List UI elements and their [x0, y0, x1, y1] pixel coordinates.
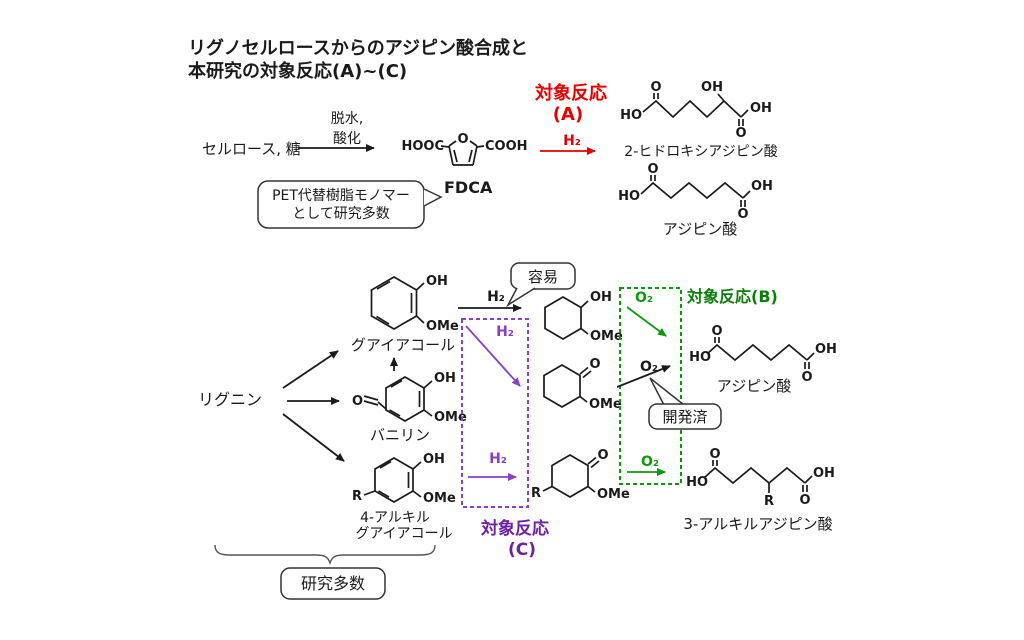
adipic-acid-structure-b: HO O O OH アジピン酸 — [689, 324, 837, 395]
atom-label-ome: OMe — [597, 487, 630, 502]
atom-label-ho: HO — [618, 189, 640, 204]
atom-label-oh: OH — [423, 452, 445, 467]
o2-black-arrow-group: O₂ — [616, 359, 671, 388]
adipic-acid-structure-top: HO O O OH アジピン酸 — [618, 162, 773, 238]
dehydration-arrow: 脱水, 酸化 — [298, 111, 375, 152]
many-studies-note: 研究多数 — [280, 567, 386, 600]
atom-label-o: O — [457, 132, 468, 147]
atom-label-r: R — [764, 494, 774, 509]
atom-label-o: O — [801, 370, 812, 385]
many-studies-label: 研究多数 — [301, 574, 365, 593]
h2-reagent-label-purple2: H₂ — [489, 451, 507, 467]
atom-label-hooc: HOOC — [401, 139, 444, 154]
o2-reagent-label-green2: O₂ — [641, 454, 659, 470]
alkylguaiacol-label-line2: グアイアコール — [355, 526, 452, 542]
lignin-arrow-to-guaiacol — [282, 350, 339, 389]
dehydration-label-line1: 脱水, — [331, 111, 363, 127]
adipic-acid-label-b: アジピン酸 — [717, 377, 791, 395]
vanillin-label: バニリン — [370, 426, 430, 444]
atom-label-oh: OH — [701, 80, 723, 95]
atom-label-o: O — [647, 162, 658, 177]
o2-green-diagonal: O₂ — [626, 290, 667, 337]
slide-title-line1: リグノセルロースからのアジピン酸合成と — [188, 37, 528, 59]
fdca-structure: O HOOC COOH FDCA — [401, 132, 527, 197]
atom-label-ho: HO — [689, 350, 711, 365]
atom-label-cooh: COOH — [485, 139, 528, 154]
atom-label-o: O — [737, 207, 748, 222]
atom-label-o: O — [709, 447, 720, 462]
h2-reagent-label-purple1: H₂ — [496, 324, 514, 340]
alkylguaiacol-label-line1: 4-アルキル — [360, 510, 430, 526]
atom-label-oh: OH — [590, 290, 612, 305]
pet-note-line1: PET代替樹脂モノマー — [272, 188, 410, 204]
hydroxyadipic-acid-label: 2-ヒドロキシアジピン酸 — [624, 144, 777, 160]
methoxycyclohexanone-structure: O OMe — [543, 357, 622, 412]
atom-label-ome: OMe — [589, 397, 622, 412]
guaiacol-label: グアイアコール — [351, 336, 455, 354]
developed-callout: 開発済 — [648, 377, 722, 430]
o2-reagent-label-black: O₂ — [640, 359, 658, 375]
easy-callout: 容易 — [506, 262, 576, 308]
many-studies-box — [280, 567, 386, 600]
atom-label-o: O — [650, 80, 661, 95]
atom-label-o: O — [711, 324, 722, 339]
reaction-c-title: 対象反応 — [480, 518, 549, 539]
atom-label-oh: OH — [426, 274, 448, 289]
fdca-label: FDCA — [444, 178, 493, 197]
easy-label: 容易 — [528, 268, 558, 286]
pet-note-line2: として研究多数 — [292, 205, 390, 222]
h2-reagent-label-red: H₂ — [563, 133, 581, 149]
methoxycyclohexanol-structure: OH OMe — [544, 290, 623, 344]
atom-label-ome: OMe — [434, 410, 467, 425]
atom-label-o: O — [735, 126, 746, 141]
atom-label-oh: OH — [815, 342, 837, 357]
atom-label-ome: OMe — [426, 319, 459, 334]
alkyl-methoxycyclohexanone-structure: O OMe R — [531, 448, 630, 502]
reaction-a-id: (A) — [553, 104, 583, 125]
developed-box — [648, 403, 722, 430]
atom-label-o: O — [352, 394, 363, 409]
o2-green-horizontal: O₂ — [627, 454, 666, 476]
slide-title-line2: 本研究の対象反応(A)~(C) — [188, 60, 407, 82]
reaction-a-annotation: 対象反応 (A) H₂ — [534, 82, 607, 155]
lignin-arrow-to-alkylguaiacol — [282, 413, 345, 462]
h2-reagent-label-black: H₂ — [487, 289, 505, 305]
o2-reagent-label-green1: O₂ — [635, 290, 653, 306]
atom-label-oh: OH — [751, 179, 773, 194]
alkyl-adipic-acid-structure: HO R O O OH 3-アルキルアジピン酸 — [683, 447, 835, 533]
oxidation-label: 酸化 — [333, 131, 361, 147]
atom-label-o: O — [799, 493, 810, 508]
reaction-c-dashed-box — [461, 318, 529, 508]
h2-purple-diagonal: H₂ — [465, 324, 521, 387]
atom-label-ho: HO — [620, 108, 642, 123]
atom-label-ome: OMe — [423, 491, 456, 506]
atom-label-ho: HO — [686, 475, 708, 490]
pet-note-callout: PET代替樹脂モノマー として研究多数 — [257, 180, 443, 229]
guaiacol-structure: OH OMe グアイアコール — [351, 274, 459, 354]
h2-hydrogenation-top: H₂ — [458, 289, 522, 312]
cellulose-label: セルロース, 糖 — [202, 140, 301, 158]
adipic-acid-label-top: アジピン酸 — [663, 220, 737, 238]
atom-label-oh: OH — [813, 466, 835, 481]
atom-label-o: O — [589, 357, 600, 372]
atom-label-o: O — [597, 448, 608, 463]
easy-box — [510, 262, 576, 290]
reaction-b-title: 対象反応(B) — [686, 287, 778, 306]
alkyl-adipic-acid-label: 3-アルキルアジピン酸 — [683, 515, 832, 533]
reaction-c-id: (C) — [508, 540, 536, 560]
many-studies-brace — [214, 544, 436, 566]
atom-label-r: R — [531, 486, 541, 501]
atom-label-oh: OH — [750, 101, 772, 116]
vanillin-structure: OH OMe O バニリン — [352, 371, 467, 444]
reaction-a-title: 対象反応 — [534, 82, 607, 104]
hydroxyadipic-acid-structure: HO O OH O OH 2-ヒドロキシアジピン酸 — [620, 80, 778, 160]
alkylguaiacol-structure: OH OMe R 4-アルキル グアイアコール — [352, 452, 456, 542]
developed-label: 開発済 — [662, 408, 707, 426]
atom-label-r: R — [352, 489, 362, 504]
lignin-label: リグニン — [198, 390, 262, 409]
atom-label-ome: OMe — [590, 329, 623, 344]
h2-purple-horizontal: H₂ — [468, 451, 517, 481]
atom-label-oh: OH — [434, 371, 456, 386]
